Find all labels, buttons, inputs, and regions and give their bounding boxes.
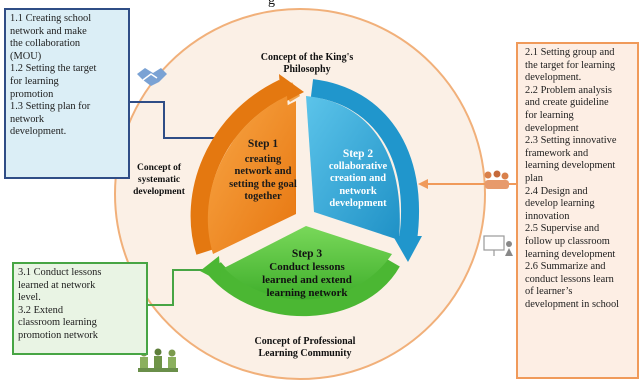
detail-line: follow up classroom [525, 235, 610, 247]
concept-line: Concept of [136, 163, 182, 173]
detail-line: development. [10, 126, 67, 138]
concept-line: Concept of Professional [254, 336, 356, 347]
step1-arrow [279, 74, 304, 104]
concept-line: Learning Community [258, 348, 352, 359]
detail-line: 3.2 Extend [18, 304, 64, 316]
step1-title: Step 1 [247, 138, 279, 150]
detail-line: framework and [525, 147, 589, 159]
step3-text: Conduct lessons [269, 261, 345, 273]
step3-text: learning network [266, 287, 348, 299]
step1-details-box: 1.1 Creating school network and make the… [4, 8, 130, 179]
step3-arc [207, 257, 400, 316]
step2-text: development [329, 198, 387, 209]
detail-line: 2.4 Design and [525, 185, 588, 197]
step1-text: setting the goal [229, 178, 297, 190]
concept-line: development [133, 187, 185, 197]
step1-text: creating [244, 153, 282, 165]
concept-plc-label: Concept of Professional Learning Communi… [230, 336, 380, 360]
detail-line: learning development [525, 160, 616, 172]
detail-line: and create guideline [525, 97, 609, 109]
concept-line: Concept of the King's [260, 52, 354, 63]
step2-text: collaborative [328, 160, 388, 172]
meeting-icon [484, 170, 509, 189]
detail-line: the target for learning [525, 59, 616, 71]
step1-arc [190, 79, 288, 255]
detail-line: of learner’s [525, 286, 573, 298]
detail-line: 1.2 Setting the target [10, 63, 97, 75]
step2-details-box: 2.1 Setting group and the target for lea… [516, 42, 639, 379]
step2-label: Step 2 collaborative creation and networ… [312, 148, 404, 211]
detail-line: for learning [10, 75, 59, 87]
step3-details-box: 3.1 Conduct lessons learned at network l… [12, 262, 148, 355]
detail-line: the collaboration [10, 38, 81, 50]
step1-body [207, 96, 296, 254]
detail-line: promotion [10, 88, 54, 100]
green-connector [148, 269, 210, 306]
detail-line: classroom learning [18, 317, 97, 329]
detail-line: 2.2 Problem analysis [525, 84, 612, 96]
detail-line: (MOU) [10, 50, 42, 62]
step3-arrow [200, 256, 221, 282]
detail-line: level. [18, 292, 41, 304]
detail-line: learning development [525, 248, 616, 260]
detail-line: network and make [10, 25, 87, 37]
detail-line: plan [525, 172, 543, 184]
step2-body [306, 96, 400, 240]
detail-line: 1.3 Setting plan for [10, 101, 91, 113]
concept-line: systematic [137, 175, 181, 185]
outer-ring [114, 8, 486, 380]
detail-line: promotion network [18, 329, 98, 341]
step1-text: network and [234, 166, 292, 177]
detail-line: development [525, 122, 579, 134]
detail-line: conduct lessons learn [525, 273, 614, 285]
detail-line: 2.3 Setting innovative [525, 135, 617, 147]
step3-label: Step 3 Conduct lessons learned and exten… [242, 248, 372, 300]
step2-text: network [339, 185, 377, 197]
detail-line: innovation [525, 210, 570, 222]
page-title-fragment: g [268, 0, 275, 8]
detail-line: learned at network [18, 279, 96, 291]
concept-line: Philosophy [283, 64, 331, 75]
detail-line: network [10, 113, 45, 125]
step1-text: together [244, 191, 282, 202]
detail-line: 2.5 Supervise and [525, 223, 600, 235]
detail-line: develop learning [525, 198, 595, 210]
detail-line: 3.1 Conduct lessons [18, 267, 102, 278]
handshake-icon [137, 68, 167, 86]
step3-text: learned and extend [262, 274, 352, 286]
step3-title: Step 3 [291, 248, 323, 260]
detail-line: 2.6 Summarize and [525, 261, 606, 273]
step3-body [224, 226, 392, 300]
detail-line: development. [525, 72, 582, 84]
concept-systematic-label: Concept of systematic development [126, 162, 192, 198]
concept-king-label: Concept of the King's Philosophy [232, 52, 382, 76]
step2-arc [310, 79, 420, 242]
step1-label: Step 1 creating network and setting the … [222, 138, 304, 204]
step2-title: Step 2 [342, 148, 374, 160]
presentation-icon [483, 235, 513, 256]
blue-connector [130, 101, 218, 139]
step2-text: creation and [329, 173, 387, 184]
detail-line: development in school [525, 298, 620, 310]
orange-arrowhead [418, 179, 428, 189]
detail-line: 2.1 Setting group and [525, 47, 615, 58]
detail-line: 1.1 Creating school [10, 13, 92, 24]
detail-line: for learning [525, 109, 574, 121]
step2-arrow [393, 236, 422, 262]
